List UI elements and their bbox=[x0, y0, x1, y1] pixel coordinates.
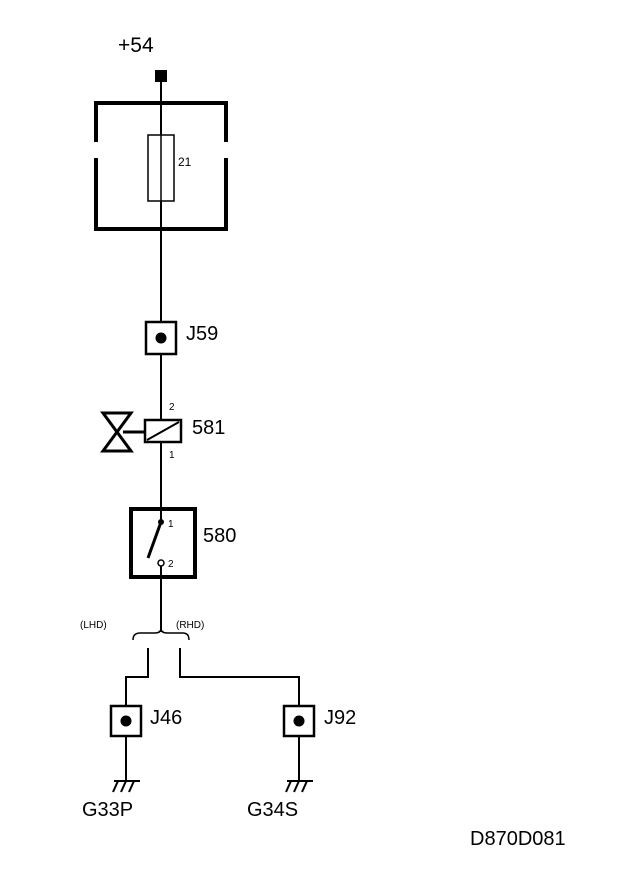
solenoid-581 bbox=[143, 418, 183, 444]
ground-icon bbox=[112, 780, 140, 793]
component-581-label: 581 bbox=[192, 417, 225, 439]
ground-left-label: G33P bbox=[82, 799, 133, 821]
valve-icon bbox=[100, 411, 145, 453]
wire-branch-rhd bbox=[179, 648, 300, 706]
fuse-label: 21 bbox=[178, 155, 192, 169]
connector-j46 bbox=[109, 704, 143, 738]
connector-j92 bbox=[282, 704, 316, 738]
connector-j59 bbox=[144, 320, 178, 356]
connector-j46-label: J46 bbox=[150, 707, 182, 729]
pin-580-top: 1 bbox=[168, 519, 174, 530]
pin-581-top: 2 bbox=[169, 402, 175, 413]
variant-brace bbox=[132, 627, 190, 641]
ground-right-label: G34S bbox=[247, 799, 298, 821]
supply-terminal bbox=[155, 70, 167, 82]
connector-j59-label: J59 bbox=[186, 323, 218, 345]
switch-580 bbox=[129, 507, 197, 579]
ground-icon bbox=[285, 780, 313, 793]
wire-branch-lhd bbox=[125, 648, 149, 706]
component-580-label: 580 bbox=[203, 525, 236, 547]
variant-right-label: (RHD) bbox=[176, 620, 204, 631]
drawing-code: D870D081 bbox=[470, 828, 566, 850]
pin-580-bottom: 2 bbox=[168, 559, 174, 570]
supply-label: +54 bbox=[118, 34, 154, 57]
pin-581-bottom: 1 bbox=[169, 450, 175, 461]
connector-j92-label: J92 bbox=[324, 707, 356, 729]
variant-left-label: (LHD) bbox=[80, 620, 107, 631]
